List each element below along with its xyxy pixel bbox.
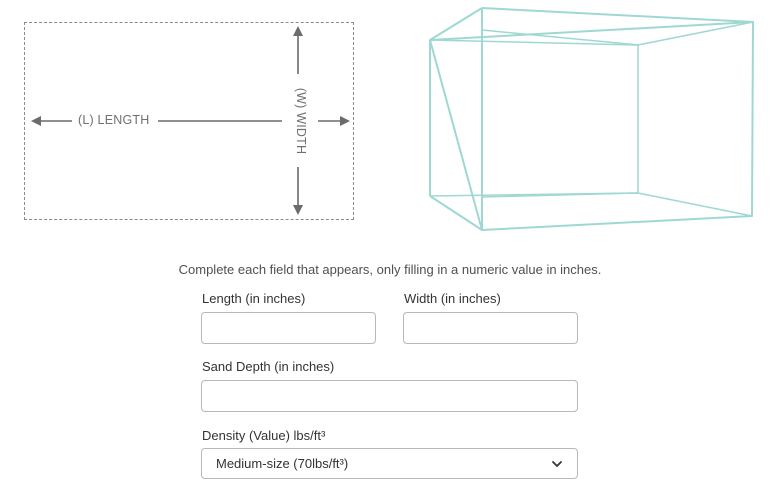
sand-depth-input[interactable]: [201, 380, 578, 412]
sand-depth-label: Sand Depth (in inches): [202, 359, 335, 374]
wireframe-box-icon: [429, 7, 754, 231]
length-input[interactable]: [201, 312, 376, 344]
diagram-graphics: [31, 7, 754, 231]
density-selected-value: Medium-size (70lbs/ft³): [216, 456, 349, 471]
density-label: Density (Value) lbs/ft³: [202, 428, 326, 443]
form-instructions: Complete each field that appears, only f…: [178, 262, 602, 277]
width-input[interactable]: [403, 312, 578, 344]
width-label: Width (in inches): [404, 291, 501, 306]
chevron-down-icon: [551, 458, 563, 470]
dimension-diagram: [24, 22, 354, 220]
density-select[interactable]: Medium-size (70lbs/ft³): [201, 448, 578, 479]
length-diagram-label: (L) LENGTH: [78, 113, 150, 127]
length-label: Length (in inches): [202, 291, 306, 306]
width-diagram-label: (W) WIDTH: [294, 87, 308, 155]
